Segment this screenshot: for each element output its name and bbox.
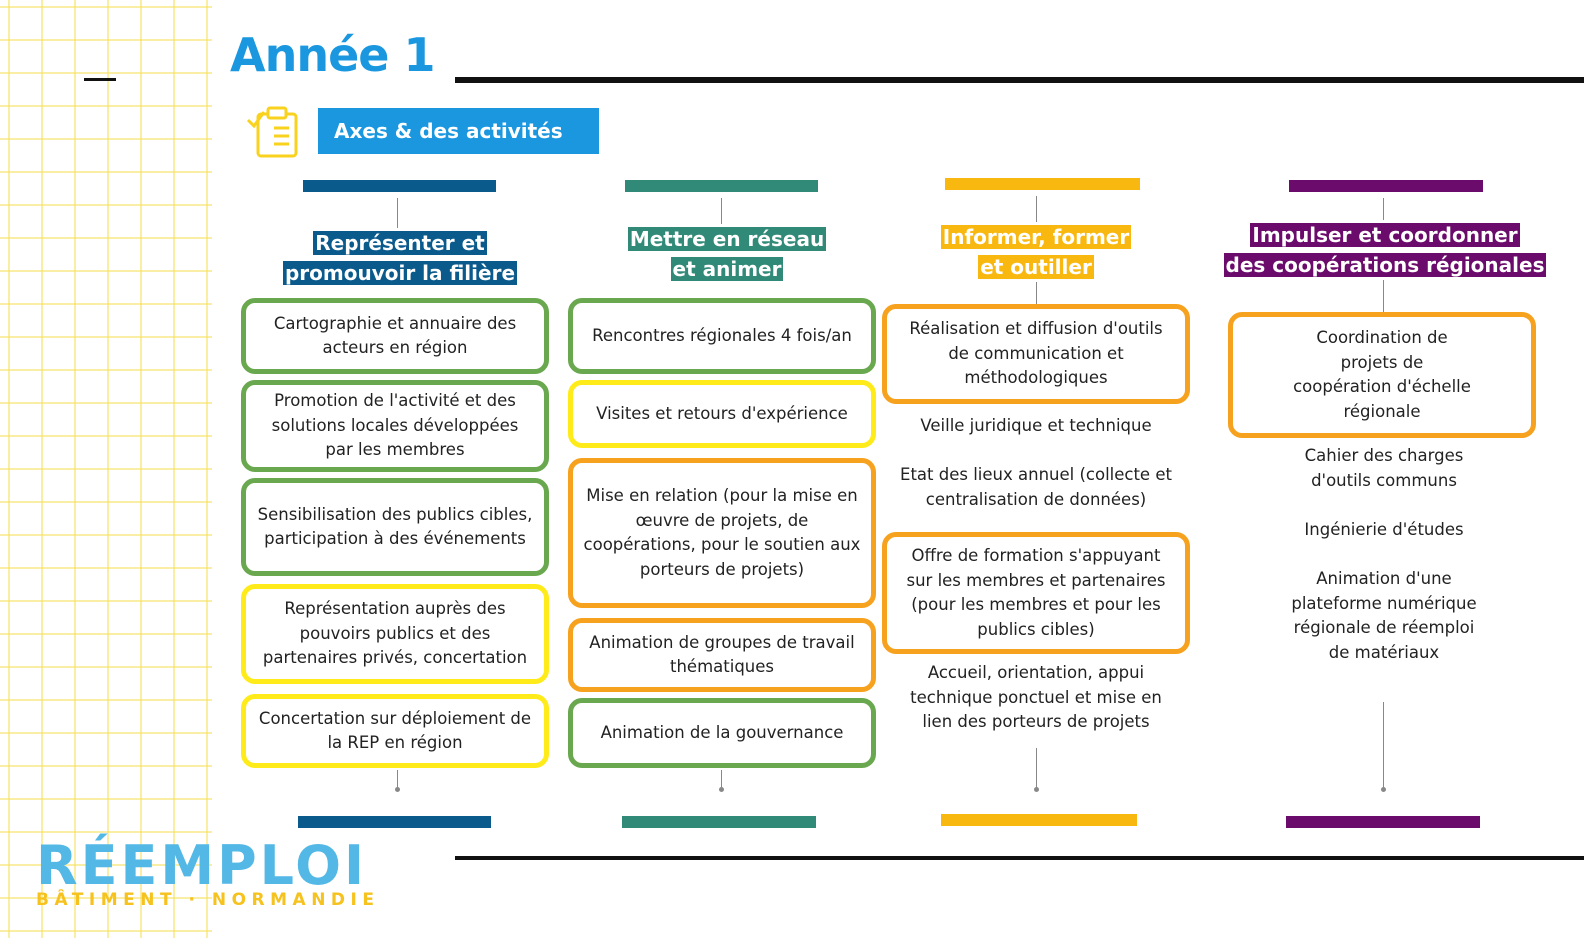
- activity-text: Rencontres régionales 4 fois/an: [592, 325, 852, 345]
- grid-background: [0, 0, 212, 938]
- activity-text: Promotion de l'activité et des solutions…: [271, 391, 519, 460]
- column-bottom-bar: [298, 816, 491, 828]
- column-top-bar: [303, 180, 496, 192]
- activity-text: Cahier des charges d'outils communs: [1304, 446, 1464, 490]
- activity-text: Mise en relation (pour la mise en œuvre …: [583, 486, 861, 579]
- heading-line-1: Impulser et coordonner: [1250, 223, 1520, 247]
- activity-box: Visites et retours d'expérience: [568, 380, 876, 448]
- connector-line: [397, 198, 398, 228]
- activity-text: Ingénierie d'études: [1304, 520, 1464, 539]
- activity-box: Animation de la gouvernance: [568, 698, 876, 768]
- activity-box: Promotion de l'activité et des solutions…: [241, 380, 549, 472]
- activity-text: Animation de la gouvernance: [600, 722, 844, 742]
- logo-sub-text: BÂTIMENT · NORMANDIE: [36, 890, 380, 910]
- column-heading: Représenter et promouvoir la filière: [270, 228, 530, 288]
- connector-line: [1036, 282, 1037, 304]
- connector-line: [721, 198, 722, 224]
- section-banner: Axes & des activités: [318, 108, 599, 154]
- activity-text: Concertation sur déploiement de la REP e…: [258, 708, 532, 753]
- heading-line-1: Informer, former: [940, 225, 1132, 249]
- activity-text: Cartographie et annuaire des acteurs en …: [273, 313, 517, 358]
- column-top-bar: [625, 180, 818, 192]
- connector-dot: [1381, 787, 1386, 792]
- column-bottom-bar: [941, 814, 1137, 826]
- activity-box: Représentation auprès des pouvoirs publi…: [241, 584, 549, 684]
- activity-box: Concertation sur déploiement de la REP e…: [241, 694, 549, 768]
- activity-text: Réalisation et diffusion d'outils de com…: [909, 319, 1163, 388]
- activity-box: Cartographie et annuaire des acteurs en …: [241, 298, 549, 374]
- heading-line-2: des coopérations régionales: [1223, 253, 1547, 277]
- connector-line: [1036, 748, 1037, 788]
- activity-text: Animation de groupes de travail thématiq…: [589, 632, 855, 677]
- column-heading: Impulser et coordonner des coopérations …: [1220, 220, 1550, 280]
- activity-text: Veille juridique et technique: [920, 416, 1152, 435]
- bottom-rule: [455, 856, 1584, 860]
- column-top-bar: [1289, 180, 1483, 192]
- column-bottom-bar: [1286, 816, 1480, 828]
- column-heading: Mettre en réseau et animer: [597, 224, 857, 284]
- column-heading: Informer, former et outiller: [906, 222, 1166, 282]
- activity-box: Mise en relation (pour la mise en œuvre …: [568, 458, 876, 608]
- activity-text: Visites et retours d'expérience: [596, 403, 848, 423]
- connector-line: [1383, 702, 1384, 788]
- heading-line-2: et outiller: [978, 255, 1094, 279]
- activity-text: Animation d'une plateforme numérique rég…: [1291, 569, 1477, 662]
- column-bottom-bar: [622, 816, 816, 828]
- activity-box: Animation de groupes de travail thématiq…: [568, 618, 876, 692]
- activity-box: Sensibilisation des publics cibles, part…: [241, 478, 549, 576]
- connector-line: [721, 770, 722, 788]
- heading-line-1: Représenter et: [313, 231, 487, 255]
- activity-text: Coordination de projets de coopération d…: [1293, 328, 1471, 421]
- heading-line-1: Mettre en réseau: [627, 227, 827, 251]
- connector-dot: [1034, 787, 1039, 792]
- activity-text: Accueil, orientation, appui technique po…: [910, 663, 1162, 731]
- activity-text: Sensibilisation des publics cibles, part…: [257, 504, 533, 549]
- dash-mark: [84, 78, 116, 81]
- activity-box: Offre de formation s'appuyant sur les me…: [882, 532, 1190, 654]
- heading-line-2: et animer: [670, 257, 784, 281]
- clipboard-icon: [246, 106, 298, 158]
- activity-box: Rencontres régionales 4 fois/an: [568, 298, 876, 374]
- connector-line: [397, 770, 398, 788]
- connector-dot: [719, 787, 724, 792]
- logo: RÉEMPLOI BÂTIMENT · NORMANDIE: [36, 834, 380, 911]
- activity-box: Coordination de projets de coopération d…: [1228, 312, 1536, 438]
- logo-main-text: RÉEMPLOI: [36, 834, 368, 897]
- activity-box: Réalisation et diffusion d'outils de com…: [882, 304, 1190, 404]
- page-title: Année 1: [230, 28, 436, 82]
- connector-line: [1036, 196, 1037, 222]
- column-top-bar: [945, 178, 1140, 190]
- connector-line: [1383, 280, 1384, 312]
- activity-text: Etat des lieux annuel (collecte et centr…: [900, 465, 1172, 509]
- activity-text: Représentation auprès des pouvoirs publi…: [262, 599, 528, 668]
- connector-line: [1383, 198, 1384, 220]
- activity-text: Offre de formation s'appuyant sur les me…: [906, 546, 1166, 639]
- connector-dot: [395, 787, 400, 792]
- heading-line-2: promouvoir la filière: [282, 261, 518, 285]
- top-rule: [455, 77, 1584, 83]
